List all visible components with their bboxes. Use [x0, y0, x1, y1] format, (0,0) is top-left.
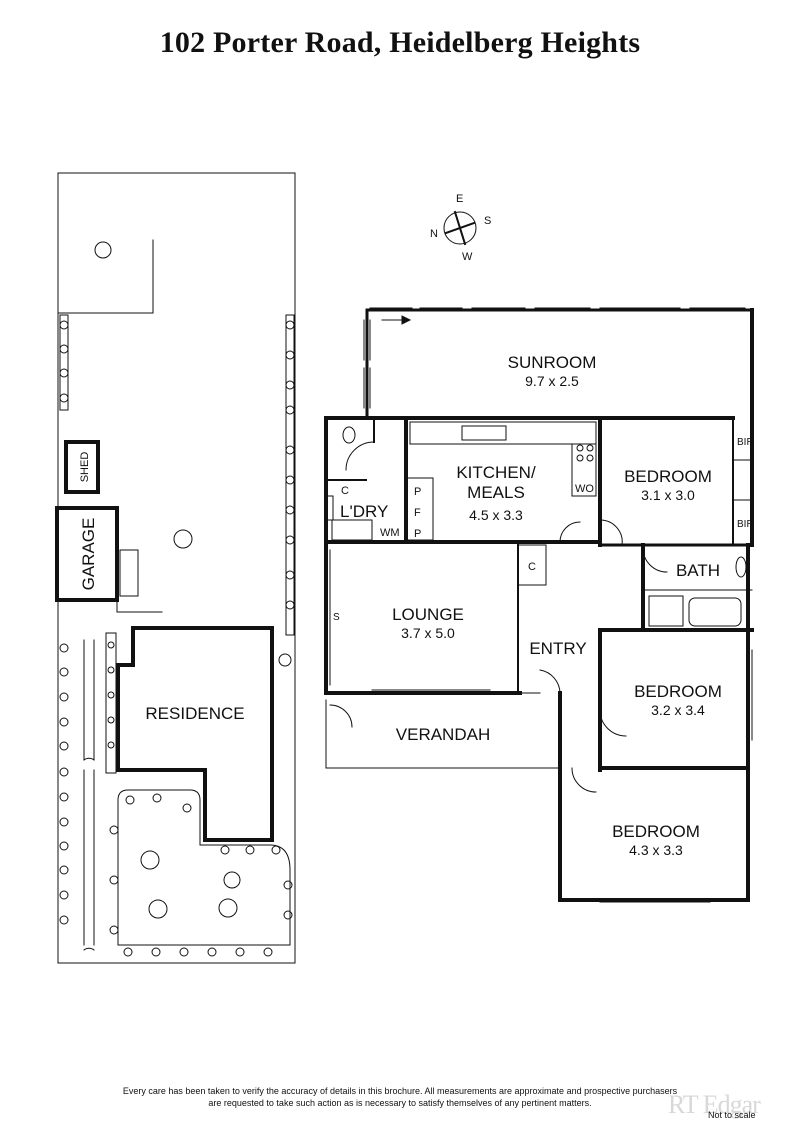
- bedroom3-name: BEDROOM: [612, 822, 700, 841]
- door-swing: [539, 669, 561, 694]
- gate: [83, 947, 95, 951]
- door-swing: [642, 547, 668, 573]
- left-wall: [324, 416, 522, 695]
- disclaimer: Every care has been taken to verify the …: [40, 1085, 760, 1109]
- garage-label: GARAGE: [79, 518, 98, 591]
- bir-label-2: BIR: [737, 519, 754, 530]
- bathtub-icon: [688, 597, 742, 627]
- pantry-f-label: F: [414, 507, 421, 519]
- not-to-scale-note: Not to scale: [708, 1110, 756, 1120]
- house-plan: [324, 307, 754, 903]
- sunroom-windows: [363, 307, 746, 409]
- bath-name: BATH: [676, 561, 720, 580]
- compass-s: S: [484, 215, 491, 227]
- c-laundry-label: C: [341, 485, 349, 497]
- pantry-p1-label: P: [414, 486, 421, 498]
- kitchen-name-1: KITCHEN/: [456, 463, 536, 482]
- bedroom1-size: 3.1 x 3.0: [641, 487, 695, 503]
- garage: [55, 506, 119, 602]
- compass: [443, 210, 477, 246]
- wo-label: WO: [575, 483, 594, 495]
- lounge-name: LOUNGE: [392, 605, 464, 624]
- tree-icon: [173, 529, 193, 549]
- laundry-trough: [331, 519, 373, 541]
- fence-strip: [285, 314, 295, 636]
- tree-icon: [278, 653, 292, 667]
- sunroom-name: SUNROOM: [508, 353, 597, 372]
- car-icon: [119, 549, 139, 597]
- s-label: S: [333, 612, 340, 623]
- gate: [83, 757, 95, 761]
- tree-icon: [94, 241, 112, 259]
- fence-strip: [59, 314, 69, 411]
- fence-strip: [105, 632, 117, 774]
- sunroom-size: 9.7 x 2.5: [525, 373, 579, 389]
- site-plan: [55, 172, 296, 964]
- pantry: [404, 477, 434, 541]
- bedroom1-name: BEDROOM: [624, 467, 712, 486]
- kitchen-bench: [409, 421, 597, 445]
- verandah-outline: [325, 699, 561, 769]
- kitchen-bench: [571, 443, 597, 497]
- shed-label: SHED: [79, 452, 91, 483]
- entry-name: ENTRY: [529, 639, 586, 658]
- door-swing: [559, 521, 581, 543]
- bir-label-1: BIR: [737, 437, 754, 448]
- bedroom2-name: BEDROOM: [634, 682, 722, 701]
- tree-icon: [140, 850, 160, 870]
- shed: [64, 440, 100, 494]
- page-title: 102 Porter Road, Heidelberg Heights: [159, 26, 641, 59]
- kitchen-size: 4.5 x 3.3: [469, 507, 523, 523]
- compass-n: N: [430, 228, 438, 240]
- toilet-icon: [342, 426, 356, 444]
- driveway-line: [116, 599, 163, 613]
- door-swing: [571, 767, 597, 793]
- brand-logo: RT Edgar: [668, 1090, 761, 1119]
- sunroom-wall: [365, 308, 754, 420]
- kitchen-name-2: MEALS: [467, 483, 525, 502]
- disclaimer-line-1: Every care has been taken to verify the …: [122, 1086, 678, 1096]
- sink-icon: [461, 425, 507, 441]
- door-swing: [599, 709, 627, 737]
- shower-icon: [648, 595, 684, 627]
- door-swing: [599, 519, 623, 546]
- c-hall-label: C: [528, 561, 536, 573]
- tree-icon: [223, 871, 241, 889]
- residence-label: RESIDENCE: [145, 704, 244, 723]
- laundry-name: L'DRY: [340, 502, 388, 521]
- tree-icon: [218, 898, 238, 918]
- tree-icons: [94, 241, 292, 919]
- front-garden-outline: [117, 789, 291, 946]
- lounge-size: 3.7 x 5.0: [401, 625, 455, 641]
- tree-icon: [148, 899, 168, 919]
- labels: E N S W SHED GARAGE RESIDENCE SUNROOM 9.…: [79, 193, 754, 858]
- garden-bed-outline: [57, 239, 154, 314]
- bedroom2-size: 3.2 x 3.4: [651, 702, 705, 718]
- compass-e: E: [456, 193, 463, 205]
- compass-w: W: [462, 251, 473, 263]
- basin-icon: [735, 556, 747, 578]
- residence: [116, 626, 274, 842]
- bedroom3-size: 4.3 x 3.3: [629, 842, 683, 858]
- cooktop-icon: [576, 444, 594, 462]
- wm-label: WM: [380, 527, 400, 539]
- verandah-name: VERANDAH: [396, 725, 490, 744]
- arrow-icon: [401, 315, 412, 325]
- window: [326, 495, 334, 521]
- hedge-shrubs: [59, 320, 295, 957]
- pantry-p2-label: P: [414, 528, 421, 540]
- disclaimer-line-2: are requested to take such action as is …: [208, 1098, 592, 1108]
